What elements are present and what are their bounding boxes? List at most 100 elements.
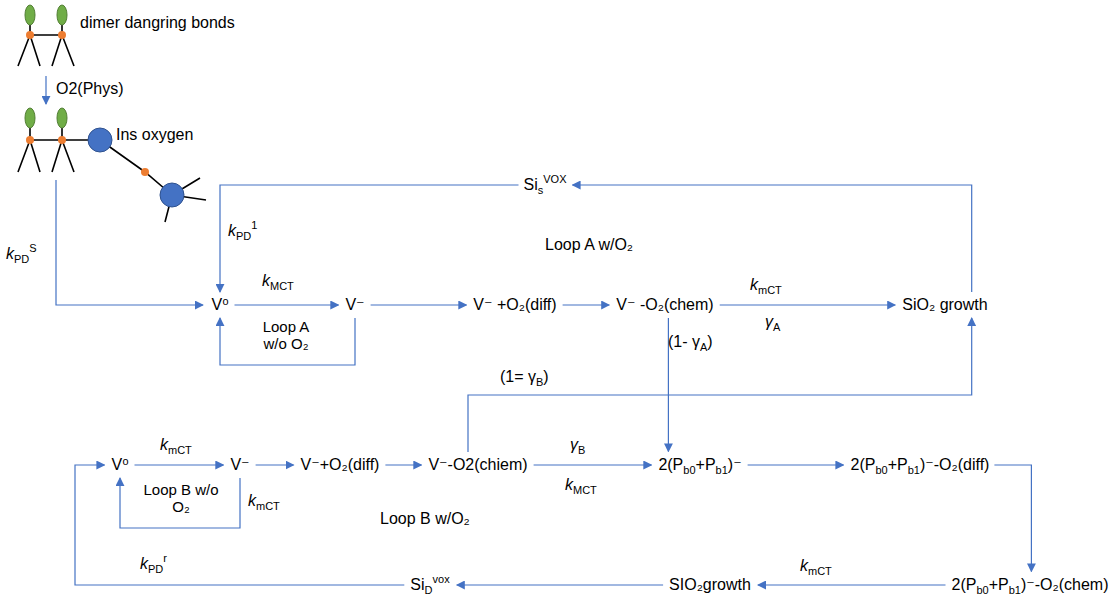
- branch-ratio: A: [773, 321, 780, 333]
- node-text: V⁻: [345, 296, 364, 313]
- silicon-atom: [141, 168, 149, 176]
- node-text: Si: [410, 576, 424, 593]
- branch-ratio: B: [578, 444, 585, 456]
- branch-ratio: (1= γB): [500, 368, 549, 387]
- node-text: )⁻-O₂(chem): [1021, 576, 1109, 593]
- reaction-arrow: [457, 584, 663, 585]
- reaction-arrow: [563, 304, 610, 305]
- dimer-illustration: [18, 5, 74, 66]
- reaction-arrow: [135, 464, 224, 465]
- state-node: V⁻: [228, 455, 251, 475]
- reaction-arrow: [994, 465, 1031, 572]
- oxygen-atom: [160, 183, 184, 207]
- state-node: 2(Pb0+Pb1)⁻-O₂(diff): [849, 455, 992, 476]
- node-text: b1: [1009, 584, 1021, 596]
- branch-ratio: B: [536, 376, 543, 388]
- branch-ratio: γ: [765, 313, 773, 330]
- state-node: 2(Pb0+Pb1)⁻-O₂(chem): [950, 575, 1111, 596]
- structure-label: dimer dangring bonds: [80, 14, 235, 31]
- node-text: b0: [875, 464, 887, 476]
- structure-label: Ins oxygen: [116, 126, 193, 144]
- node-text: 2(P: [851, 456, 876, 473]
- rate-constant: k: [6, 245, 14, 262]
- rate-constant: mCT: [808, 565, 832, 577]
- node-text: b0: [976, 584, 988, 596]
- branch-ratio: γB: [570, 436, 585, 455]
- state-node: SiDvox: [408, 575, 451, 596]
- node-text: V⁻ +O₂(diff): [473, 296, 556, 313]
- node-text: V⁰: [211, 296, 228, 313]
- node-text: b1: [908, 464, 920, 476]
- reaction-arrow: [385, 464, 421, 465]
- oxygen-atom: [88, 128, 112, 152]
- loop-label: Loop B w/o O₂: [143, 481, 219, 515]
- node-text: +P: [989, 576, 1009, 593]
- rate-constant: mCT: [168, 444, 192, 456]
- dangling-bond: [25, 108, 35, 128]
- rate-constant: kmCT: [248, 492, 280, 511]
- state-node: V⁰: [109, 455, 130, 475]
- branch-ratio: γ: [570, 436, 578, 453]
- rate-constant: 1: [251, 219, 257, 231]
- reaction-arrow: [720, 304, 896, 305]
- gas-label: O2(Phys): [56, 80, 124, 98]
- rate-constant: k: [140, 555, 148, 572]
- node-text: V⁻ -O₂(chem): [616, 296, 713, 313]
- rate-constant: k: [248, 492, 256, 509]
- process-arrow: [56, 180, 203, 305]
- state-node: V⁰: [209, 295, 230, 315]
- structure-label: dimer dangring bonds: [80, 14, 235, 32]
- reaction-arrow: [120, 478, 240, 528]
- rate-constant: k: [262, 272, 270, 289]
- silicon-atom: [26, 136, 34, 144]
- reaction-arrow: [220, 318, 355, 365]
- node-text: SiO₂ growth: [902, 296, 987, 313]
- rate-constant: PD: [14, 253, 29, 265]
- node-text: V⁻-O2(chiem): [428, 456, 527, 473]
- node-text: s: [538, 184, 544, 196]
- rate-constant: k: [565, 476, 573, 493]
- rate-constant: kMCT: [262, 272, 294, 291]
- node-text: D: [425, 584, 433, 596]
- rate-constant: kmCT: [800, 557, 832, 576]
- reaction-arrow: [235, 304, 339, 305]
- rate-constant: MCT: [270, 280, 294, 292]
- node-text: V⁰: [111, 456, 128, 473]
- dangling-bond: [25, 5, 35, 25]
- reaction-arrow: [75, 465, 404, 585]
- silicon-atom: [26, 31, 34, 39]
- structure-label: Ins oxygen: [116, 126, 193, 143]
- node-text: VOX: [543, 173, 566, 185]
- node-text: 2(P: [952, 576, 977, 593]
- reaction-arrow: [534, 464, 652, 465]
- state-node: SisVOX: [522, 175, 569, 196]
- node-text: 2(P: [658, 456, 683, 473]
- state-node: V⁻ -O₂(chem): [614, 295, 715, 315]
- loop-label: Loop B w/O₂: [380, 510, 470, 528]
- silicon-atom: [58, 136, 66, 144]
- rate-constant: k: [750, 276, 758, 293]
- state-node: V⁻-O2(chiem): [426, 455, 529, 475]
- node-text: b0: [683, 464, 695, 476]
- rate-constant: MCT: [573, 484, 597, 496]
- loop-label: Loop B w/o O₂: [143, 481, 218, 515]
- node-text: )⁻: [728, 456, 742, 473]
- reaction-arrow: [758, 584, 946, 585]
- node-text: V⁻+O₂(diff): [301, 456, 380, 473]
- branch-ratio: ): [543, 368, 548, 385]
- dangling-bond: [57, 108, 67, 128]
- gas-label: O2(Phys): [56, 80, 124, 97]
- node-text: )⁻-O₂(diff): [920, 456, 989, 473]
- bond-lines: [18, 25, 74, 66]
- loop-label: Loop A w/O₂: [545, 236, 633, 254]
- state-node: V⁻+O₂(diff): [299, 455, 382, 475]
- node-text: Si: [524, 176, 538, 193]
- node-text: vox: [433, 573, 450, 585]
- rate-constant: kPDr: [140, 555, 167, 574]
- state-node: 2(Pb0+Pb1)⁻: [656, 455, 743, 476]
- node-text: V⁻: [230, 456, 249, 473]
- branch-ratio: A: [700, 341, 707, 353]
- rate-constant: kmCT: [160, 436, 192, 455]
- state-node: V⁻: [343, 295, 366, 315]
